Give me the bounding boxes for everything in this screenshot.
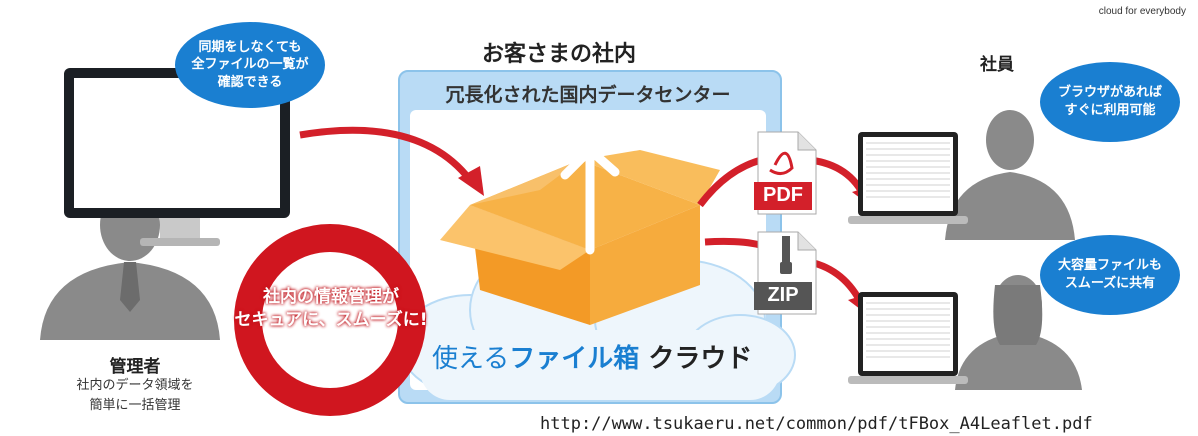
admin-description: 社内のデータ領域を 簡単に一括管理 [55,376,215,416]
browser-bubble-line: すぐに利用可能 [1064,103,1156,118]
browser-bubble-line: ブラウザがあれば [1057,85,1162,101]
cloud-icon [399,239,796,400]
laptop-top-screen-content [866,142,950,202]
monitor-stand [140,218,220,246]
ring-message: 社内の情報管理が セキュアに、スムーズに! [226,286,436,332]
company-title: お客さまの社内 [482,42,637,67]
pdf-label: PDF [763,184,803,206]
female-employee-silhouette [955,275,1082,390]
share-bubble-line: スムーズに共有 [1064,276,1156,291]
admin-description-line: 社内のデータ領域を [76,378,194,393]
browser-speech-bubble: ブラウザがあれば すぐに利用可能 [1040,62,1180,142]
arrow-box-to-zip [704,237,761,249]
product-name: 使えるファイル箱 クラウド [432,338,752,375]
datacenter-label: 冗長化された国内データセンター [445,84,731,106]
ring-message-line: セキュアに、スムーズに! [234,309,428,330]
employees-label: 社員 [980,55,1014,75]
admin-description-line: 簡単に一括管理 [89,398,181,414]
admin-title: 管理者 [109,357,161,377]
zip-file-icon [754,231,817,315]
product-name-part1: 使える [432,344,510,374]
admin-bubble-line: 全ファイルの一覧が [191,57,309,73]
admin-bubble-line: 同期をしなくても [198,39,302,55]
admin-speech-bubble: 同期をしなくても 全ファイルの一覧が 確認できる [175,22,325,108]
ring-message-line: 社内の情報管理が [263,287,399,307]
source-url: http://www.tsukaeru.net/common/pdf/tFBox… [540,414,1093,434]
zip-label: ZIP [767,284,799,306]
pdf-file-icon [754,131,817,215]
product-name-part2: ファイル箱 [509,344,640,374]
red-ring [234,224,426,416]
male-employee-silhouette [945,110,1075,240]
share-bubble-line: 大容量ファイルも [1057,258,1162,274]
share-speech-bubble: 大容量ファイルも スムーズに共有 [1040,235,1180,315]
box-icon [440,139,720,325]
admin-bubble-line: 確認できる [217,74,283,90]
product-name-part3: クラウド [648,344,753,374]
tagline: cloud for everybody [1098,6,1186,17]
arrow-admin-to-box [299,126,484,196]
laptop-bottom-screen-content [866,302,950,362]
